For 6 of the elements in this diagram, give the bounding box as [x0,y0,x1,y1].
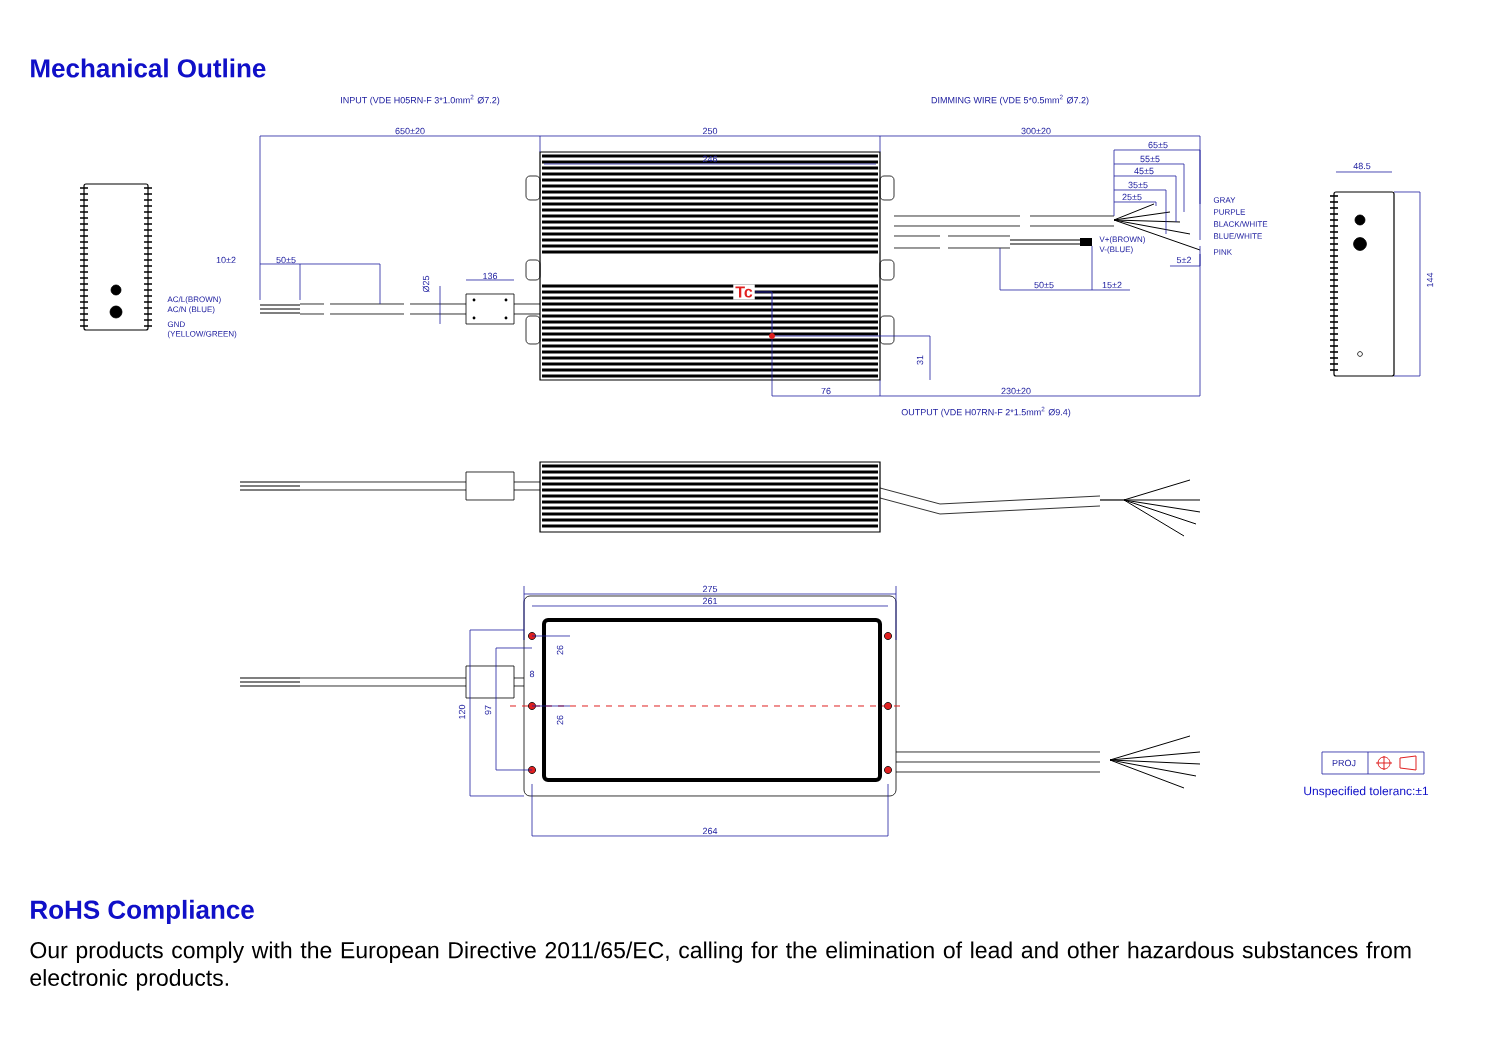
leader-line [754,291,773,334]
measuring-point [769,333,775,339]
paragraph: Our products comply with the European Directive 2011/65/EC, calling for the elimination of lead and other hazardous substances from electronic products. [30,941,1411,991]
tc-label: Tc [733,284,755,300]
section-heading: RoHS Compliance [31,899,254,925]
section-heading: Mechanical Outline [31,58,266,78]
